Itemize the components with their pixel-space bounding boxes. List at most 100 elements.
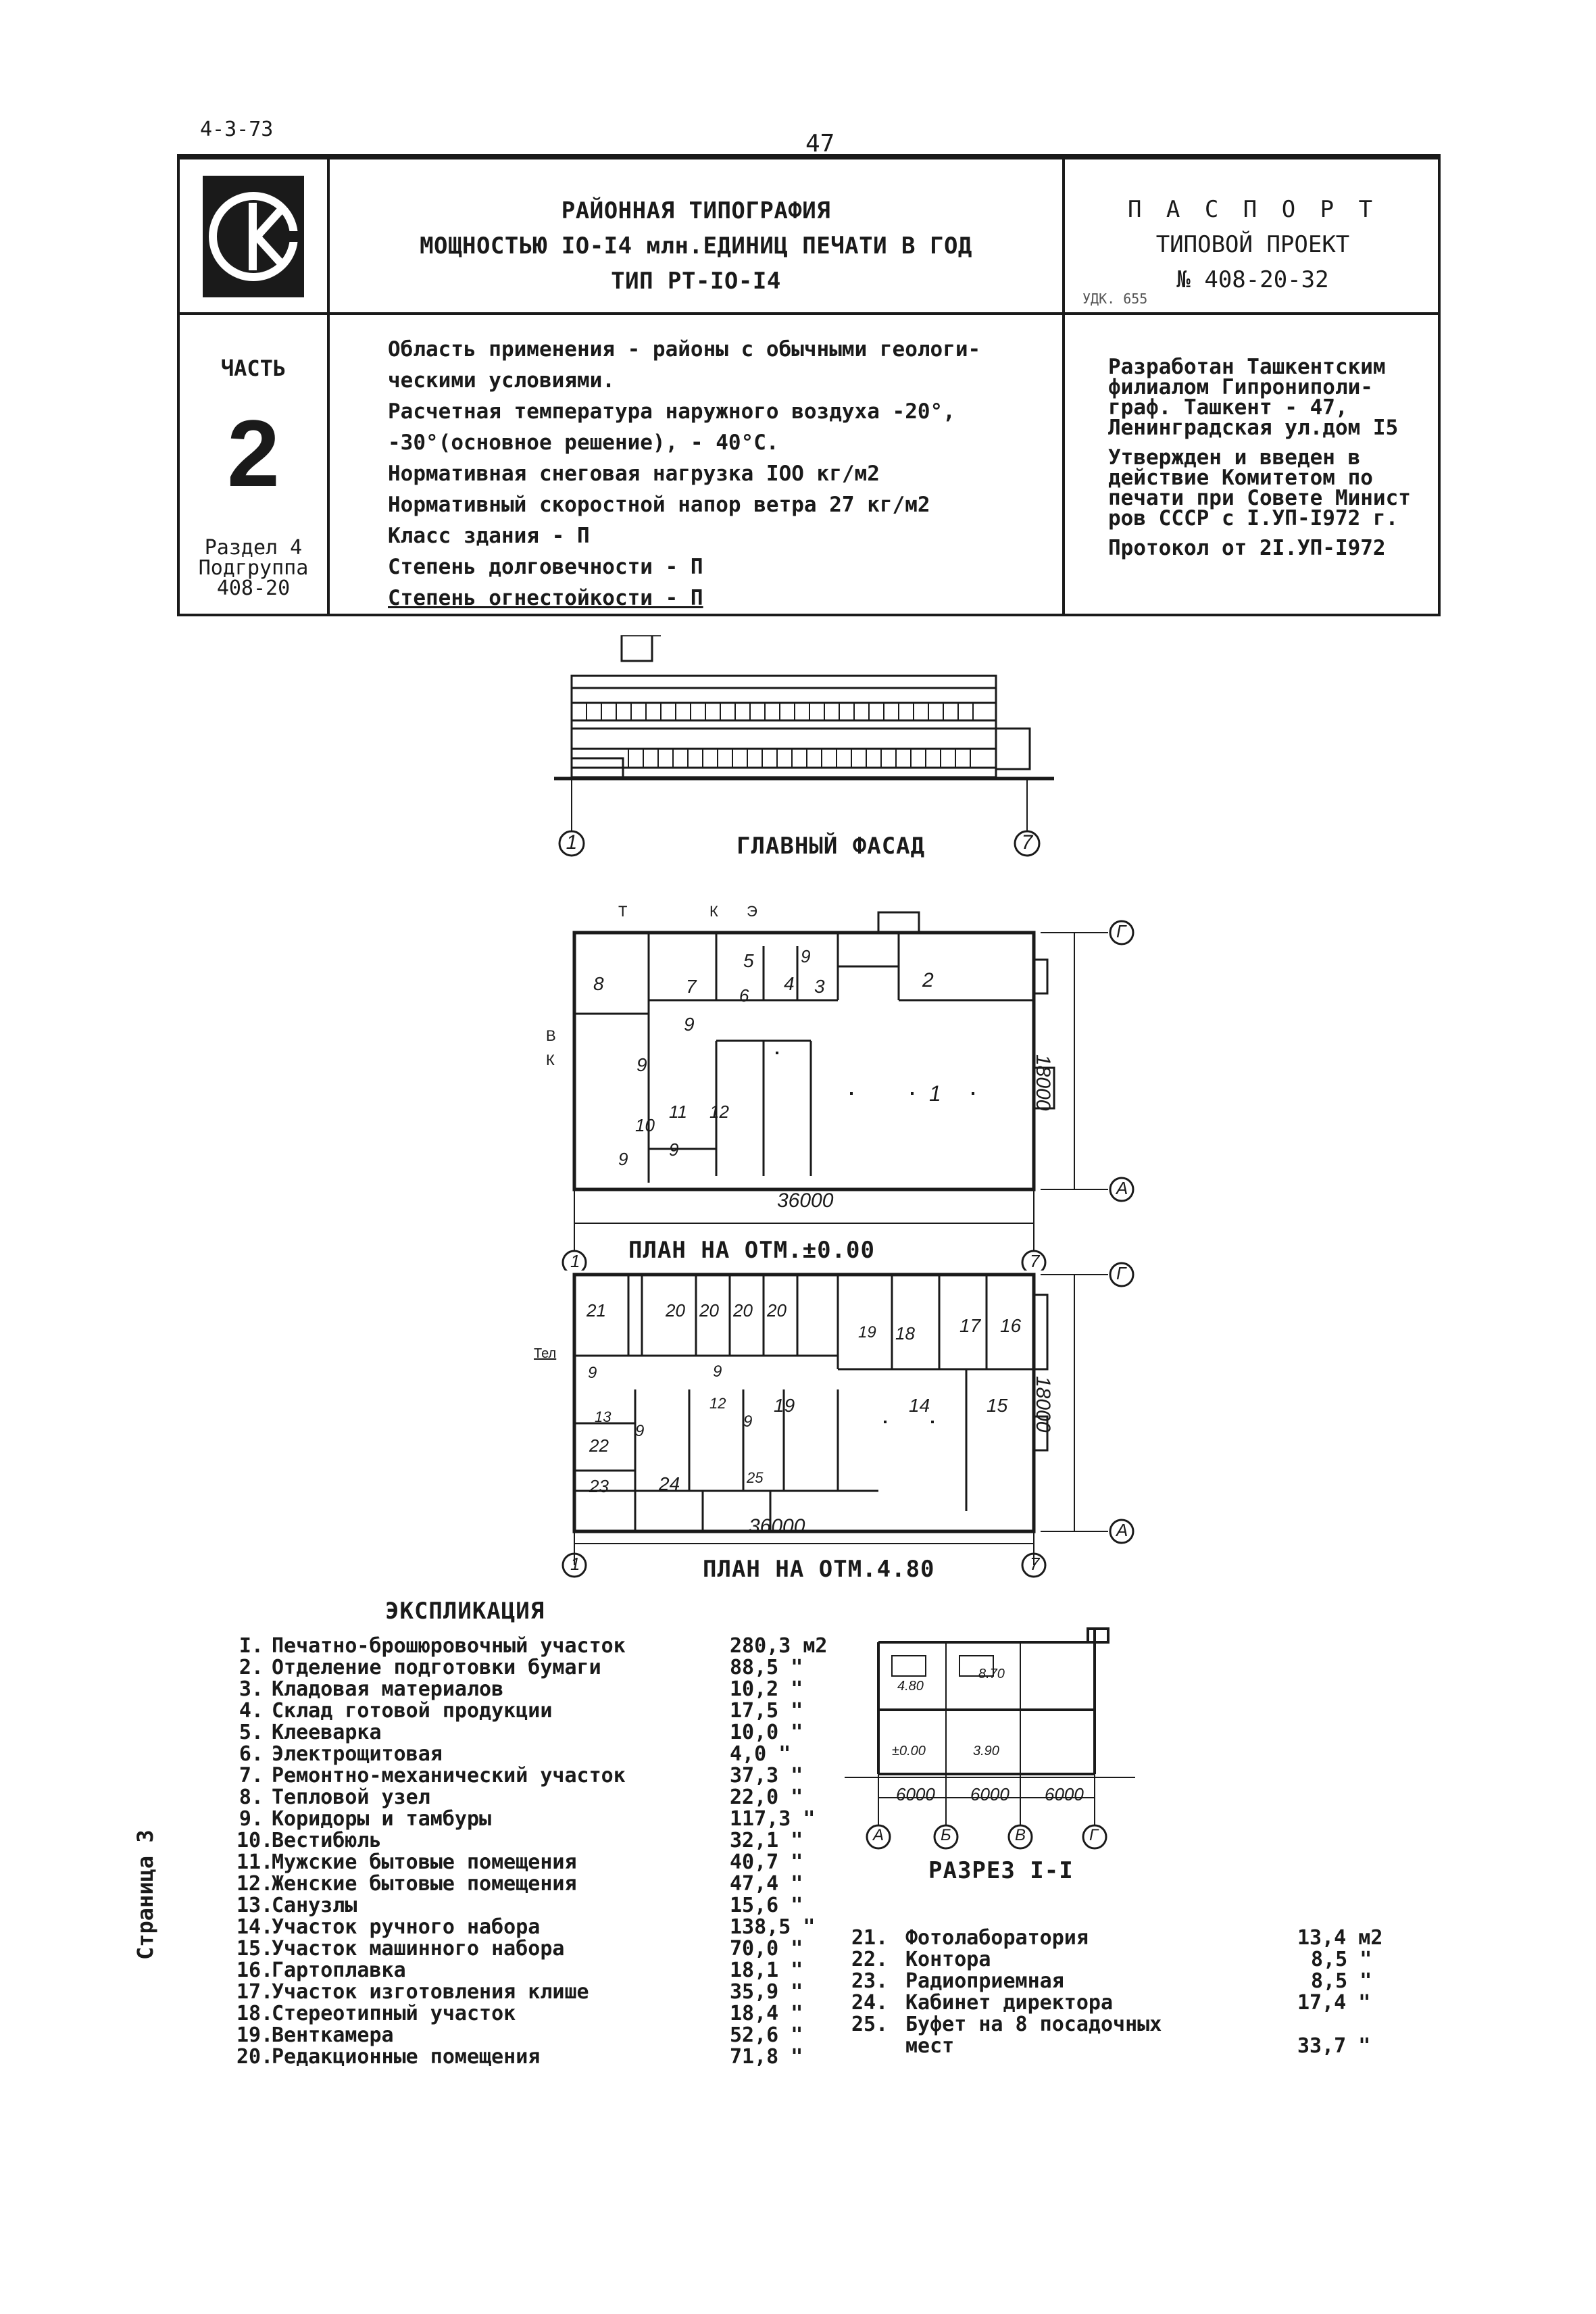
facade-caption: ГЛАВНЫЙ ФАСАД	[737, 833, 926, 860]
plan2-caption: ПЛАН НА ОТМ.4.80	[703, 1556, 935, 1583]
room-label: 2	[922, 969, 934, 991]
section-axis-B: Б	[941, 1826, 951, 1844]
udk: УДК. 655	[1082, 291, 1148, 307]
room-label: 20	[699, 1300, 719, 1321]
explication-list: I. Печатно-брошюровочный участок 280,3 м…	[236, 1634, 828, 2069]
section-drawing	[845, 1627, 1135, 1850]
room-label: 22	[589, 1435, 609, 1456]
part-label: ЧАСТЬ	[220, 355, 286, 381]
param-line: ческими условиями.	[388, 368, 615, 393]
plan2-dim-length: 36000	[749, 1515, 805, 1537]
room-label: 12	[709, 1395, 726, 1412]
explication-list-right: 21. Фотолаборатория 13,4 м2 22. Контора …	[851, 1926, 1383, 2058]
dev-line: Разработан Ташкентским	[1108, 355, 1386, 379]
room-label: 9	[684, 1014, 695, 1035]
section-dim: 6000	[1045, 1784, 1084, 1804]
room-label: 9	[637, 1054, 647, 1075]
title-line-2: МОЩНОСТЬЮ IO-I4 млн.ЕДИНИЦ ПЕЧАТИ В ГОД	[420, 232, 972, 260]
approval-line: печати при Совете Минист	[1108, 486, 1411, 510]
dev-line: Ленинградская ул.дом I5	[1108, 416, 1399, 440]
level-label: 4.80	[897, 1679, 924, 1694]
main-facade-drawing	[554, 635, 1054, 857]
room-label: 13	[595, 1408, 612, 1425]
project-title: РАЙОННАЯ ТИПОГРАФИЯ МОЩНОСТЬЮ IO-I4 млн.…	[330, 193, 1062, 299]
section-axis-V: В	[1015, 1826, 1026, 1844]
section-axis-A: А	[873, 1826, 884, 1844]
plan2-axis-G: Г	[1116, 1263, 1126, 1283]
mark-label: К	[709, 903, 718, 920]
room-label: 9	[801, 946, 811, 966]
plan2-dim-width: 18000	[1032, 1376, 1054, 1433]
side-page-label: Страница 3	[132, 1829, 158, 1960]
plan1-axis-G: Г	[1116, 921, 1126, 941]
dev-line: граф. Ташкент - 47,	[1108, 395, 1348, 420]
room-label: 9	[588, 1364, 597, 1382]
mark-label: В	[546, 1027, 556, 1044]
plan1-axis-markers	[562, 920, 1134, 1271]
mark-label: Тел	[534, 1346, 557, 1361]
title-line-3: ТИП РТ-IO-I4	[611, 268, 781, 295]
facade-windows	[571, 703, 1028, 831]
param-line: Нормативный скоростной напор ветра 27 кг…	[388, 493, 930, 517]
passport-title: П А С П О Р Т	[1127, 196, 1378, 223]
plan1-dim-length: 36000	[777, 1189, 834, 1212]
dev-line: филиалом Гипрониполи-	[1108, 375, 1373, 399]
level-label: 8.70	[978, 1667, 1005, 1681]
plan2-axis-A: А	[1116, 1520, 1128, 1540]
param-line: -30°(основное решение), - 40°С.	[388, 430, 779, 455]
room-label: 6	[739, 985, 749, 1006]
plan1-axis-1: 1	[570, 1251, 580, 1271]
room-label: 25	[747, 1469, 764, 1486]
room-label: 19	[774, 1395, 795, 1416]
level-label: ±0.00	[892, 1744, 926, 1758]
section-caption: РАЗРЕЗ I-I	[928, 1857, 1074, 1884]
facade-axis-7: 7	[1021, 831, 1033, 854]
top-rule	[177, 154, 1441, 157]
room-label: 7	[686, 976, 697, 997]
room-label: 10	[635, 1115, 655, 1135]
plan1-axis-7: 7	[1030, 1251, 1040, 1271]
room-label: 18	[895, 1323, 915, 1344]
section-label: Раздел 4	[204, 536, 303, 560]
ck-logo	[203, 176, 304, 297]
mark-label: К	[546, 1052, 555, 1068]
room-label: 17	[959, 1315, 981, 1336]
approval-line: действие Комитетом по	[1108, 466, 1373, 490]
section-dim: 6000	[970, 1784, 1009, 1804]
room-label: 20	[666, 1300, 685, 1321]
param-line: Класс здания - П	[388, 524, 590, 548]
param-line: Степень долговечности - П	[388, 555, 703, 579]
plan2-axis-1: 1	[570, 1554, 580, 1574]
room-label: 9	[618, 1149, 628, 1169]
title-line-1: РАЙОННАЯ ТИПОГРАФИЯ	[561, 197, 831, 224]
page-number: 47	[805, 130, 835, 157]
plan1-dim-width: 18000	[1032, 1054, 1054, 1111]
plan2-axis-markers	[562, 1262, 1134, 1578]
plan-second-floor	[562, 1262, 1134, 1578]
room-label: 5	[743, 950, 754, 971]
section-dim: 6000	[896, 1784, 935, 1804]
room-label: 9	[635, 1422, 645, 1440]
room-label: 24	[659, 1473, 680, 1494]
room-label: 20	[767, 1300, 787, 1321]
section-axis-markers	[866, 1824, 1107, 1850]
room-label: 9	[669, 1139, 679, 1160]
room-label: 23	[589, 1476, 609, 1496]
plan2-axis-7: 7	[1030, 1554, 1040, 1574]
room-label: 4	[784, 973, 795, 994]
doc-code: 4-3-73	[200, 118, 274, 141]
plan1-axis-A: А	[1116, 1178, 1128, 1198]
param-line: Область применения - районы с обычными г…	[388, 337, 981, 362]
plan-ground-floor	[562, 911, 1134, 1271]
subgroup-label: Подгруппа	[198, 556, 309, 580]
part-number: 2	[227, 400, 280, 506]
param-line: Нормативная снеговая нагрузка IOO кг/м2	[388, 462, 880, 486]
explication-title: ЭКСПЛИКАЦИЯ	[385, 1598, 545, 1625]
param-line: Степень огнестойкости - П	[388, 586, 703, 610]
level-label: 3.90	[973, 1744, 999, 1758]
facade-axis-1: 1	[566, 831, 578, 854]
room-label: 9	[713, 1362, 722, 1381]
protocol-line: Протокол от 2I.УП-I972	[1108, 536, 1386, 560]
approval-line: ров СССР с I.УП-I972 г.	[1108, 506, 1399, 531]
room-label: 9	[743, 1412, 753, 1431]
